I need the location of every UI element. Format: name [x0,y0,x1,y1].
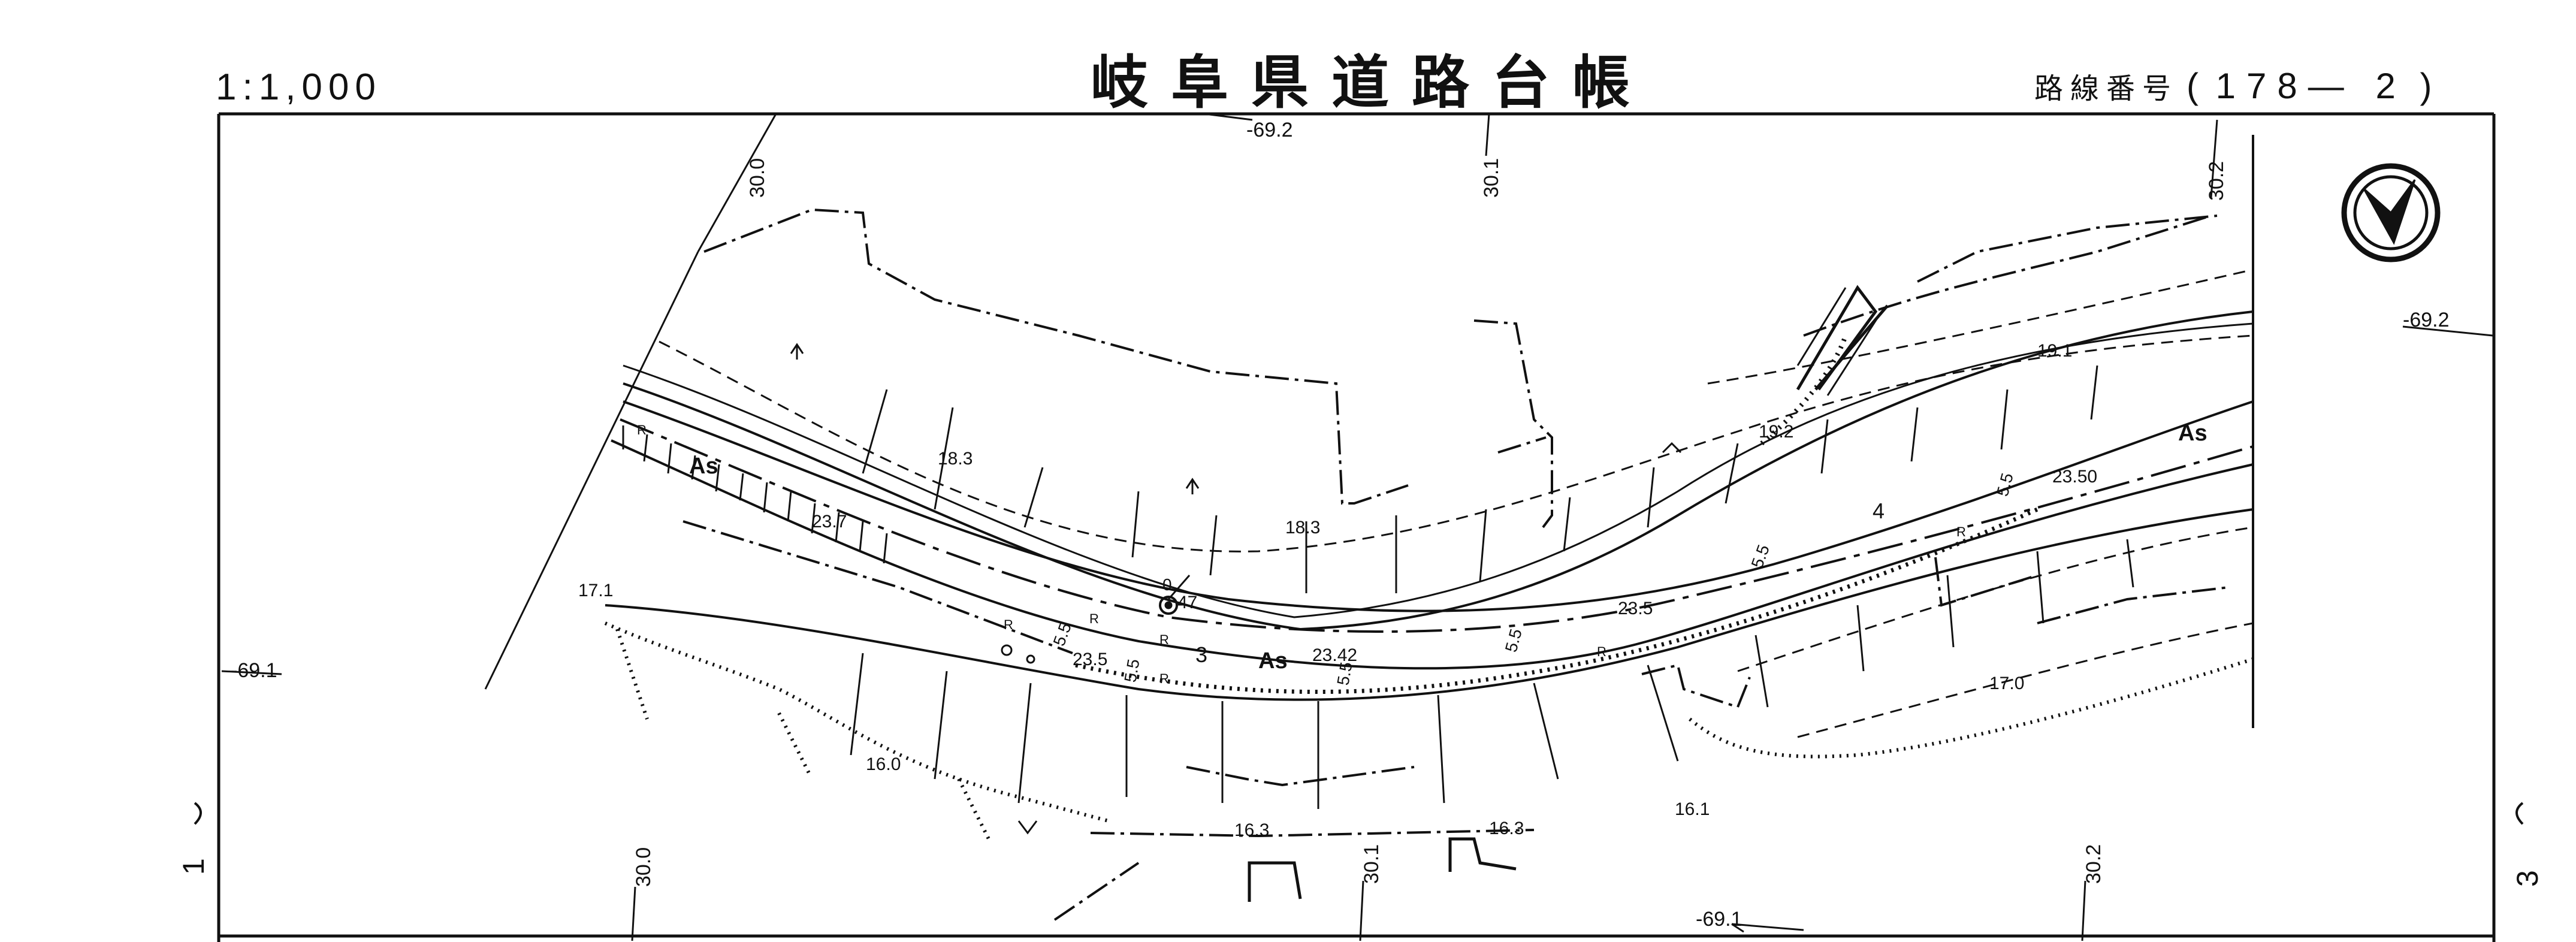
r-mark: R [1004,617,1013,632]
elevation-label: 47 [1177,593,1197,612]
surface-type-label: As [689,454,718,479]
road-edge-south [605,507,2254,701]
sheet-neighbor-right: 3 [2511,870,2544,887]
elevation-label: 17.1 [578,581,613,600]
grid-label-bottom: 30.2 [2082,844,2105,884]
route-number: 路線番号( 178— 2 ) [2034,65,2435,107]
width-label: 5.5 [1502,627,1526,654]
benchmark-center-icon [1164,601,1173,609]
elevation-label: 19.1 [2037,341,2072,361]
survey-point-icon [1026,654,1035,664]
station-number: 0 [1162,575,1172,594]
grid-lines [221,113,2493,941]
sheet-neighbor-left: 1 [177,858,210,875]
map-symbols [790,343,1682,835]
elevation-label: 16.0 [866,754,901,774]
r-mark: R [1159,671,1169,686]
elevation-label: 23.42 [1312,645,1357,665]
edge-coordinate-left: -69.1 [231,659,277,682]
r-mark: R [1597,644,1606,659]
elevation-label: 19.2 [1759,422,1793,442]
tree-symbol-icon [1662,442,1682,454]
surface-type-label: As [2178,421,2207,446]
elevation-label: 23.5 [1073,650,1107,669]
structures [1248,285,1889,902]
contour-lines [659,268,2254,738]
grid-label-bottom: 30.0 [632,847,655,887]
elevation-label: 18.3 [938,449,973,469]
coordinate-labels: -69.2 -69.2 -69.1 -69.1 30.0 30.1 30.2 3… [177,119,2544,931]
width-label: 5.5 [1333,660,1355,687]
sheet-frame [217,112,2496,942]
route-number-label: 路線番号 [2034,72,2179,105]
grass-symbol-icon [790,343,804,360]
slope-hatching [622,287,2134,809]
elevation-label: 16.3 [1489,819,1524,838]
r-mark: R [1089,611,1099,626]
surface-type-label: As [1258,648,1288,674]
width-label: 5.5 [1121,657,1143,684]
sheet-neighbor-brackets [194,802,2524,825]
elevation-label: 23.7 [812,512,847,532]
elevation-label: 23.50 [2052,467,2097,487]
edge-coordinate-right: -69.2 [2403,309,2450,331]
road-marks: As As As 5.5 5.5 5.5 5.5 5.5 5.5 R R R R… [637,421,2207,687]
map-title: 岐阜県道路台帳 [1091,49,1653,116]
elevation-label: 18.3 [1285,518,1320,538]
road-edge-north [623,310,2254,631]
benchmark-icon [1159,596,1178,615]
station-number: 3 [1195,642,1207,667]
r-mark: R [1159,632,1169,647]
north-arrow-icon [2341,163,2441,262]
edge-coordinate-bottom: -69.1 [1696,908,1743,931]
map-scale: 1:1,000 [216,67,382,108]
route-number-value: 178— 2 [2215,66,2406,106]
boundary-lines [682,208,2230,921]
grid-label-top: 30.1 [1480,158,1503,198]
survey-point-icon [1001,644,1013,656]
dotted-boundary [604,621,2254,840]
width-label: 5.5 [1993,471,2017,499]
tree-symbol-icon [1017,820,1038,835]
r-mark: R [637,422,647,437]
grid-label-top: 30.2 [2205,161,2228,201]
elevation-label: 23.5 [1618,599,1653,618]
r-mark: R [1956,524,1966,539]
route-paren-open: ( [2187,66,2202,106]
station-number: 4 [1873,499,1885,523]
route-paren-close: ) [2420,66,2436,106]
elevation-label: 16.1 [1675,799,1710,819]
edge-coordinate-top: -69.2 [1246,119,1293,141]
elevation-label: 16.3 [1234,820,1269,840]
elevation-labels: 18.3 18.3 19.1 19.2 23.7 23.5 23.5 23.42… [578,341,2097,840]
elevation-label: 17.0 [1989,674,2024,693]
grid-label-bottom: 30.1 [1360,844,1383,884]
grass-symbol-icon [1185,478,1200,494]
road-centerline [611,400,2254,670]
grid-label-top: 30.0 [746,158,769,198]
